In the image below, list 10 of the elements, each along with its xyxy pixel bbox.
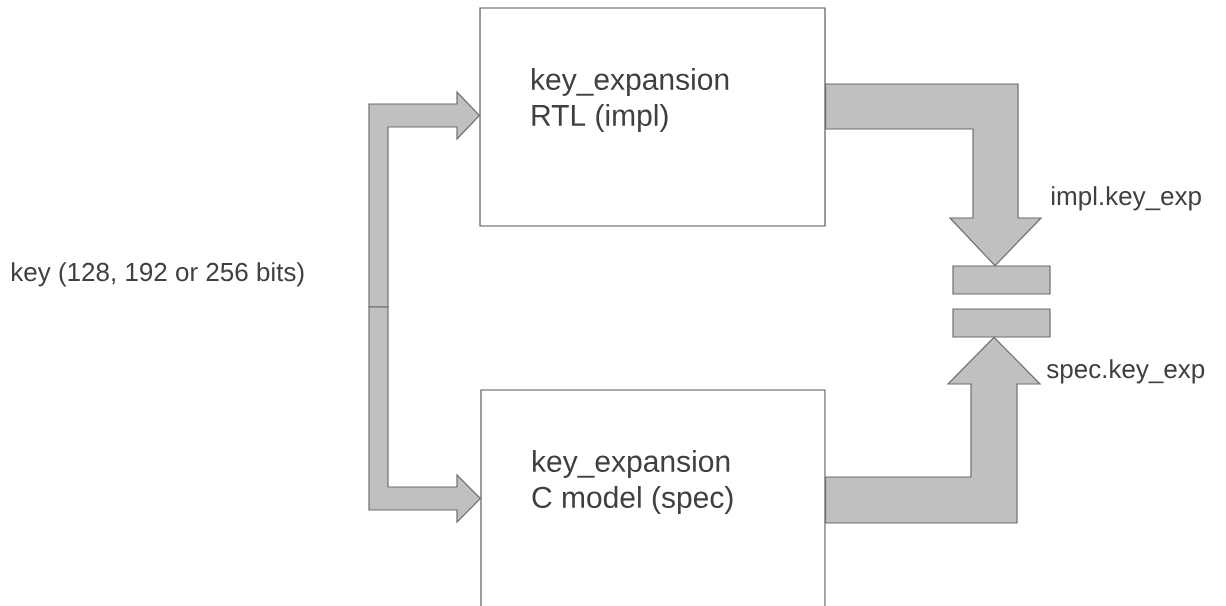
edge-label: spec.key_exp [1047, 359, 1205, 384]
equals-sign [952, 265, 1051, 338]
block-arrow [825, 336, 1042, 524]
edge-label: impl.key_exp [1052, 186, 1201, 211]
block-arrow [368, 306, 482, 524]
input-label: key (128, 192 or 256 bits) [12, 262, 304, 287]
block-arrow [368, 90, 481, 308]
process-box: key_expansion RTL (impl) [479, 7, 826, 227]
block-arrow [825, 83, 1043, 267]
process-box: key_expansion C model (spec) [480, 389, 826, 606]
